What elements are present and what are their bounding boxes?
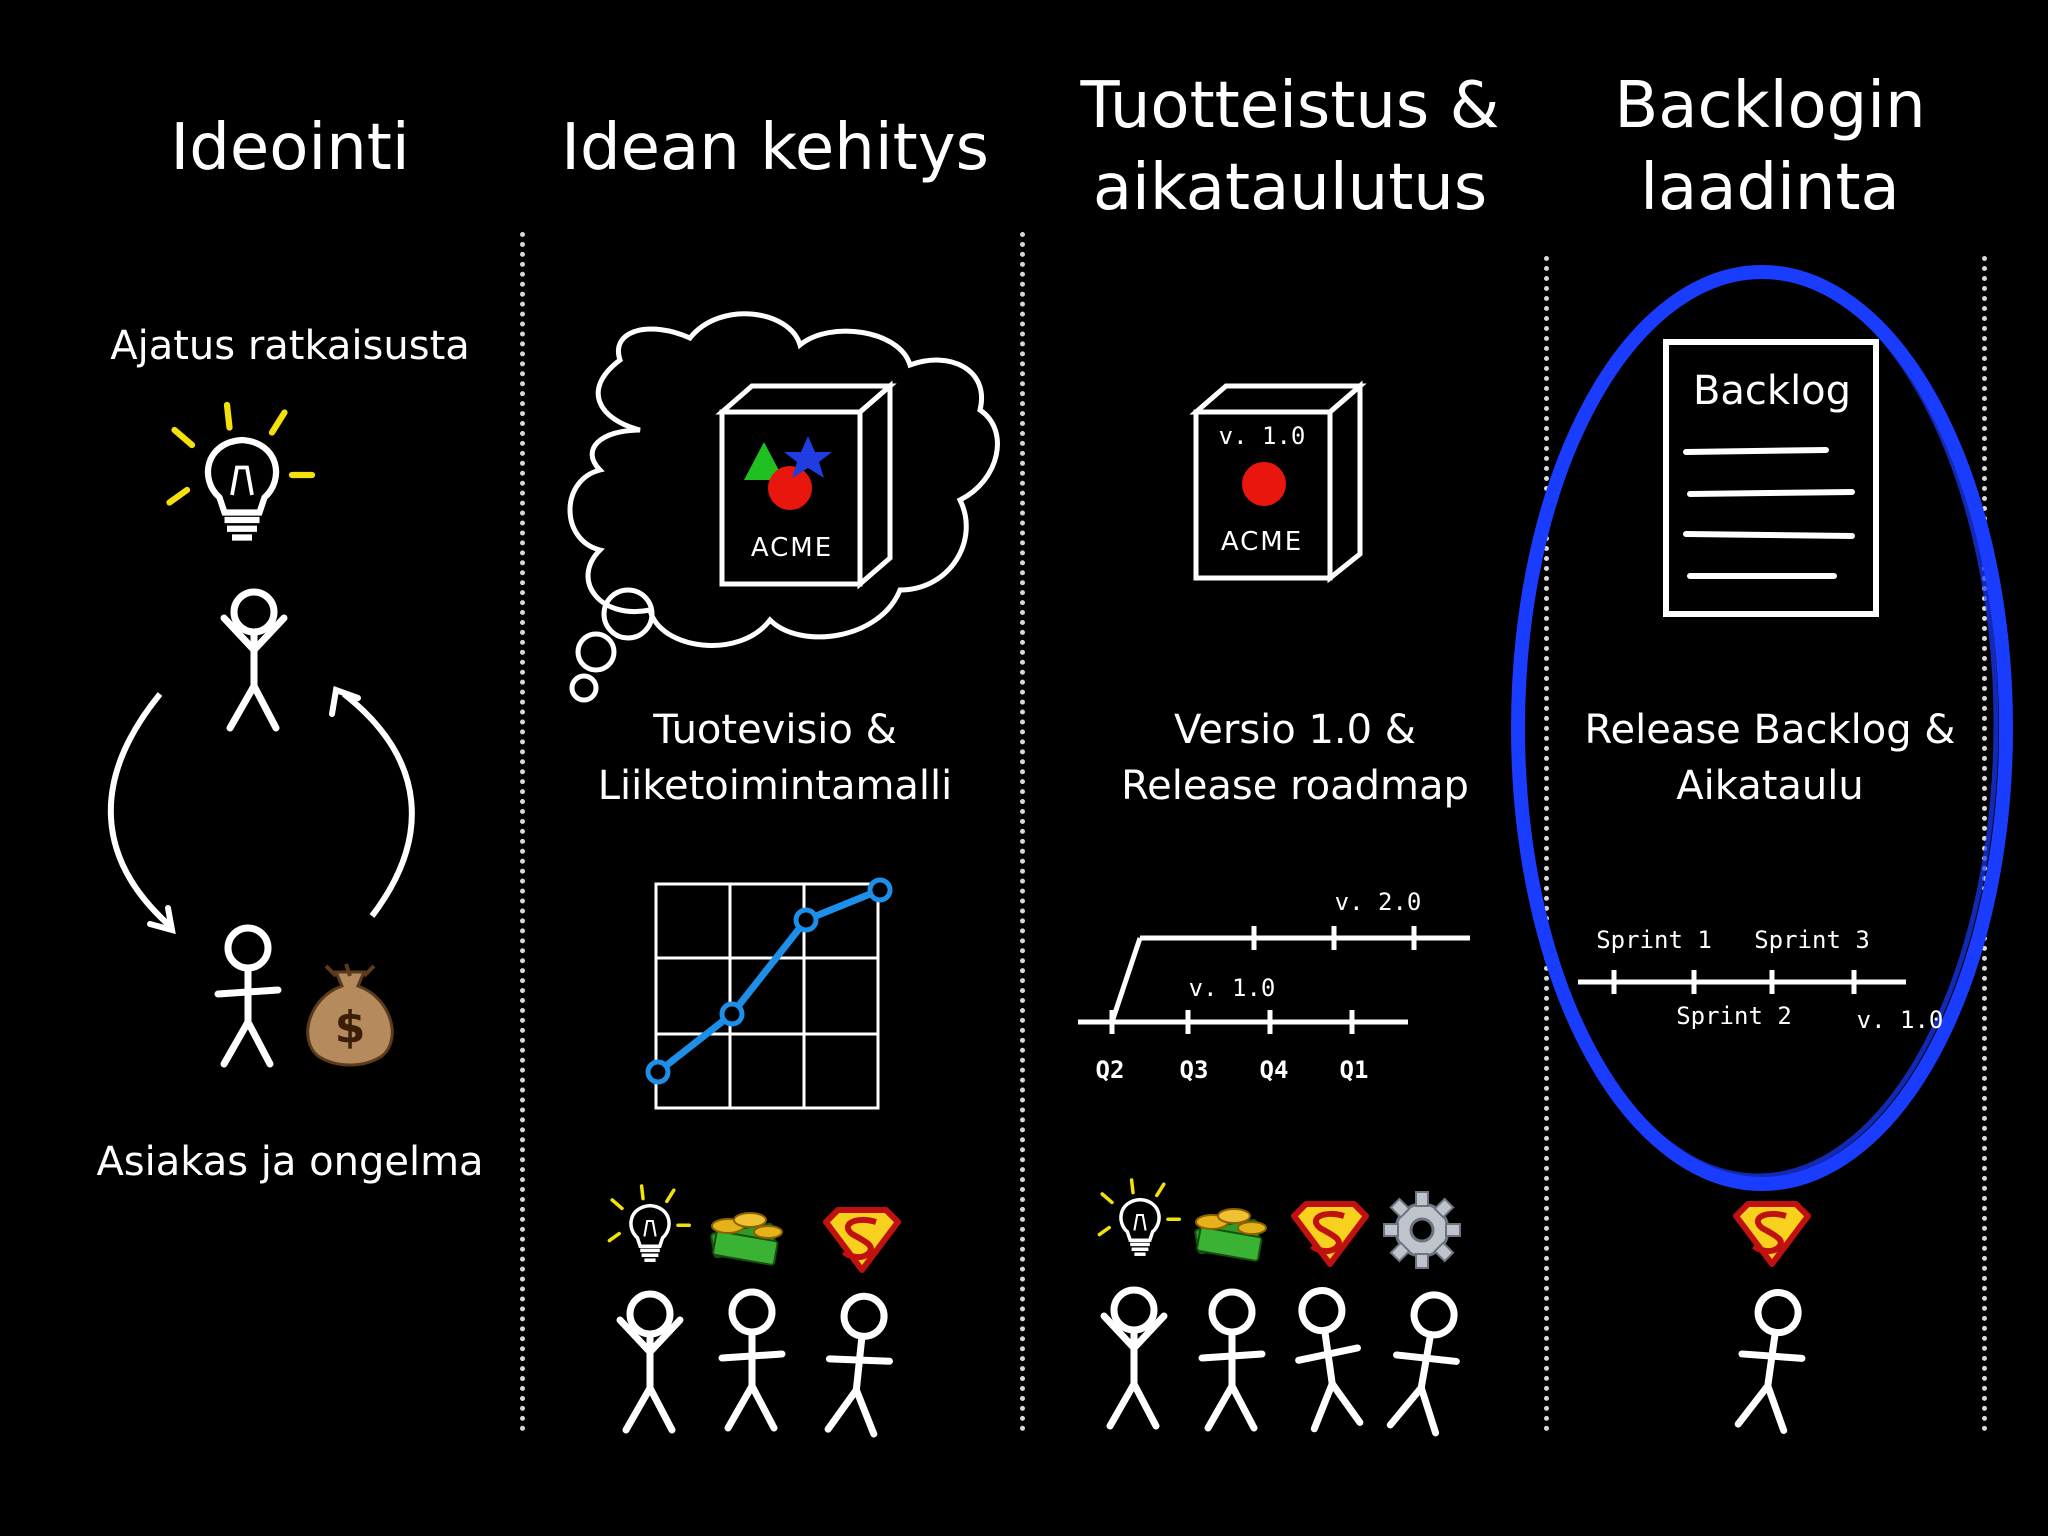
cycle-arrow-left <box>108 692 172 929</box>
product-box-v1: v. 1.0 ACME <box>1189 380 1367 584</box>
column-title-tuotteistus-line1: Tuotteistus & <box>1080 69 1500 143</box>
caption-release-backlog: Release Backlog & <box>1584 707 1956 753</box>
caption-asiakas-ja-ongelma: Asiakas ja ongelma <box>96 1139 484 1185</box>
column-title-idean-kehitys: Idean kehitys <box>561 111 989 185</box>
caption-versio: Versio 1.0 & <box>1174 707 1416 753</box>
stick-figure <box>722 1292 782 1428</box>
quarter-label: Q2 <box>1096 1056 1125 1084</box>
sprint-label: Sprint 3 <box>1754 926 1870 954</box>
stick-figure <box>620 1294 680 1430</box>
column-title-ideointi: Ideointi <box>170 111 410 185</box>
backlog-document-title: Backlog <box>1693 368 1851 414</box>
caption-release-roadmap: Release roadmap <box>1121 763 1469 809</box>
sprint-timeline: Sprint 1 Sprint 2 Sprint 3 v. 1.0 <box>1578 926 1943 1034</box>
stick-figure-customer <box>218 928 278 1064</box>
backlog-document: Backlog <box>1663 339 1879 617</box>
release-roadmap: v. 2.0 v. 1.0 Q2 Q3 Q4 Q1 <box>1078 888 1470 1084</box>
stick-figure <box>1384 1290 1467 1434</box>
stick-figure <box>1104 1290 1164 1426</box>
money-bag-icon: $ <box>306 963 394 1067</box>
lightbulb-icon <box>607 1184 691 1262</box>
column-title-backlogin-line2: laadinta <box>1640 151 1900 225</box>
cycle-arrow-right <box>342 691 415 918</box>
column-title-tuotteistus-line2: aikataulutus <box>1092 151 1488 225</box>
caption-aikataulu: Aikataulu <box>1676 763 1864 809</box>
circle-shape <box>768 466 812 510</box>
thought-bubble-medium <box>575 631 617 673</box>
sprint-label: Sprint 2 <box>1676 1002 1792 1030</box>
growth-chart <box>645 877 893 1110</box>
column-separator-4 <box>1982 256 1987 1432</box>
superman-emblem-icon <box>1294 1204 1366 1264</box>
sprint-label: Sprint 1 <box>1596 926 1712 954</box>
money-stack-icon <box>709 1212 783 1267</box>
thought-bubble-large <box>601 587 655 641</box>
column-separator-1 <box>520 232 525 1432</box>
roadmap-v2-label: v. 2.0 <box>1335 888 1422 916</box>
star-shape <box>784 436 832 478</box>
column-separator-3 <box>1544 256 1549 1432</box>
column-title-backlogin-line1: Backlogin <box>1614 69 1926 143</box>
sprint-end-label: v. 1.0 <box>1857 1006 1944 1034</box>
thought-cloud <box>567 311 1000 648</box>
lightbulb-icon <box>170 405 313 538</box>
quarter-label: Q4 <box>1260 1056 1289 1084</box>
version-label: v. 1.0 <box>1219 422 1306 450</box>
brand-label: ACME <box>751 533 833 563</box>
stick-figure-product-owner <box>1732 1289 1810 1432</box>
circle-shape <box>1242 462 1286 506</box>
brand-label: ACME <box>1221 527 1303 557</box>
triangle-shape <box>744 442 784 480</box>
roadmap-v1-label: v. 1.0 <box>1189 974 1276 1002</box>
superman-emblem-icon <box>826 1210 898 1270</box>
caption-liiketoimintamalli: Liiketoimintamalli <box>597 763 953 809</box>
quarter-label: Q1 <box>1340 1056 1369 1084</box>
column-separator-2 <box>1020 232 1025 1432</box>
svg-text:$: $ <box>335 1002 366 1053</box>
stick-figure <box>1289 1287 1367 1430</box>
lightbulb-icon <box>1097 1178 1181 1256</box>
stick-figure-innovator <box>224 592 284 728</box>
stick-figure <box>822 1293 896 1435</box>
gear-icon <box>1383 1191 1461 1269</box>
caption-tuotevisio: Tuotevisio & <box>653 707 897 753</box>
quarter-label: Q3 <box>1180 1056 1209 1084</box>
superman-emblem-icon <box>1736 1204 1808 1264</box>
money-stack-icon <box>1193 1208 1267 1263</box>
product-box-concept: ACME <box>715 380 897 590</box>
caption-ajatus-ratkaisusta: Ajatus ratkaisusta <box>110 323 470 369</box>
thought-bubble-small <box>569 673 599 703</box>
stick-figure <box>1202 1292 1262 1428</box>
